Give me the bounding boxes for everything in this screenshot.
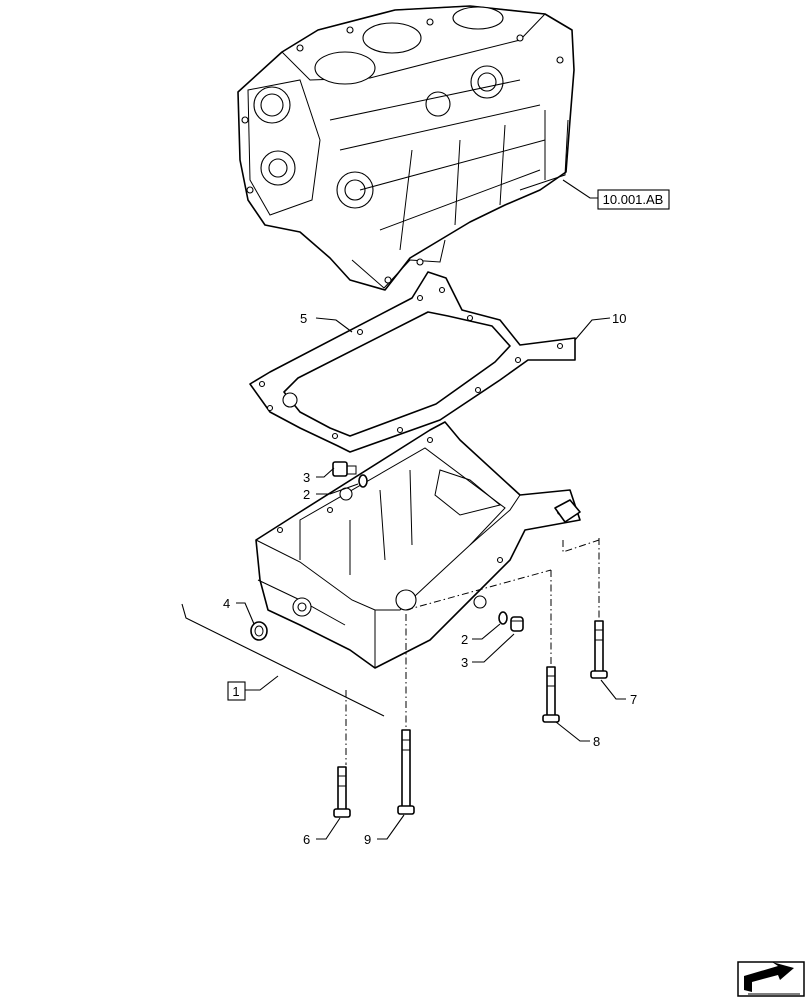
callout-5: 5 bbox=[300, 311, 307, 326]
next-page-arrow-icon[interactable] bbox=[737, 961, 805, 997]
plug-item-4 bbox=[250, 621, 268, 641]
bolt-item-7 bbox=[590, 620, 608, 679]
callout-1-box bbox=[227, 681, 246, 701]
bolt-item-8 bbox=[542, 666, 560, 723]
callout-8: 8 bbox=[593, 734, 600, 749]
engine-block bbox=[237, 5, 575, 291]
callout-leaders bbox=[181, 317, 626, 840]
assembly-centerlines bbox=[345, 538, 600, 765]
callout-3-upper: 3 bbox=[303, 470, 310, 485]
reference-link-10-001-ab[interactable]: 10.001.AB bbox=[597, 189, 670, 210]
callout-4: 4 bbox=[223, 596, 230, 611]
callout-10: 10 bbox=[612, 311, 626, 326]
bolt-item-6 bbox=[333, 766, 351, 818]
reference-label: 10.001.AB bbox=[603, 192, 664, 207]
bolt-item-9 bbox=[397, 729, 415, 815]
callout-9: 9 bbox=[364, 832, 371, 847]
callout-6: 6 bbox=[303, 832, 310, 847]
oil-pan bbox=[255, 421, 581, 669]
callout-3-lower: 3 bbox=[461, 655, 468, 670]
drain-plug-lower bbox=[510, 616, 524, 632]
drain-plug-upper bbox=[332, 461, 357, 477]
callout-2-upper: 2 bbox=[303, 487, 310, 502]
callout-1: 1 bbox=[232, 684, 239, 699]
sealing-washer-lower bbox=[498, 611, 508, 625]
sealing-washer-upper bbox=[358, 474, 368, 488]
reference-leader bbox=[562, 179, 598, 199]
callout-7: 7 bbox=[630, 692, 637, 707]
callout-numbers: 5 10 3 2 4 2 3 7 8 6 9 1 bbox=[223, 311, 637, 847]
oil-pan-gasket bbox=[249, 271, 576, 453]
callout-2-lower: 2 bbox=[461, 632, 468, 647]
